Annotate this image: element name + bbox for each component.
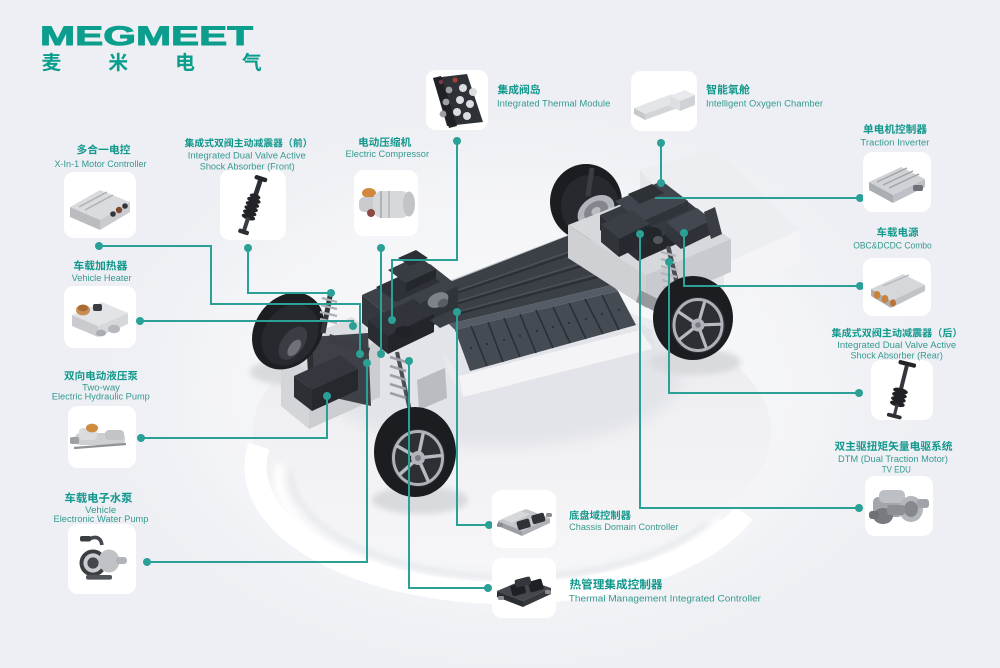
svg-text:DTM (Dual Traction Motor): DTM (Dual Traction Motor) [838, 454, 948, 465]
svg-text:Electric Hydraulic Pump: Electric Hydraulic Pump [52, 392, 150, 403]
svg-text:Vehicle: Vehicle [85, 505, 116, 516]
svg-text:Electronic Water Pump: Electronic Water Pump [54, 514, 149, 525]
svg-text:Electric Compressor: Electric Compressor [346, 149, 430, 160]
svg-text:X-In-1 Motor Controller: X-In-1 Motor Controller [55, 159, 148, 170]
svg-text:Integrated Thermal Module: Integrated Thermal Module [497, 99, 610, 110]
svg-text:TV EDU: TV EDU [882, 465, 911, 476]
svg-text:MEGMEET: MEGMEET [40, 21, 254, 51]
svg-text:Chassis Domain Controller: Chassis Domain Controller [569, 522, 679, 533]
svg-text:Shock Absorber (Front): Shock Absorber (Front) [200, 162, 295, 173]
svg-text:Integrated Dual Valve Active: Integrated Dual Valve Active [188, 151, 306, 162]
svg-text:Intelligent Oxygen Chamber: Intelligent Oxygen Chamber [706, 99, 824, 110]
svg-text:OBC&DCDC Combo: OBC&DCDC Combo [853, 241, 932, 252]
svg-text:Shock Absorber (Rear): Shock Absorber (Rear) [851, 351, 943, 362]
svg-text:Vehicle Heater: Vehicle Heater [72, 273, 133, 284]
svg-text:Integrated Dual Valve Active: Integrated Dual Valve Active [837, 340, 956, 351]
svg-text:Thermal Management Integrated: Thermal Management Integrated Controller [569, 594, 762, 605]
svg-text:Two-way: Two-way [82, 382, 120, 393]
svg-text:Traction Inverter: Traction Inverter [860, 138, 930, 149]
